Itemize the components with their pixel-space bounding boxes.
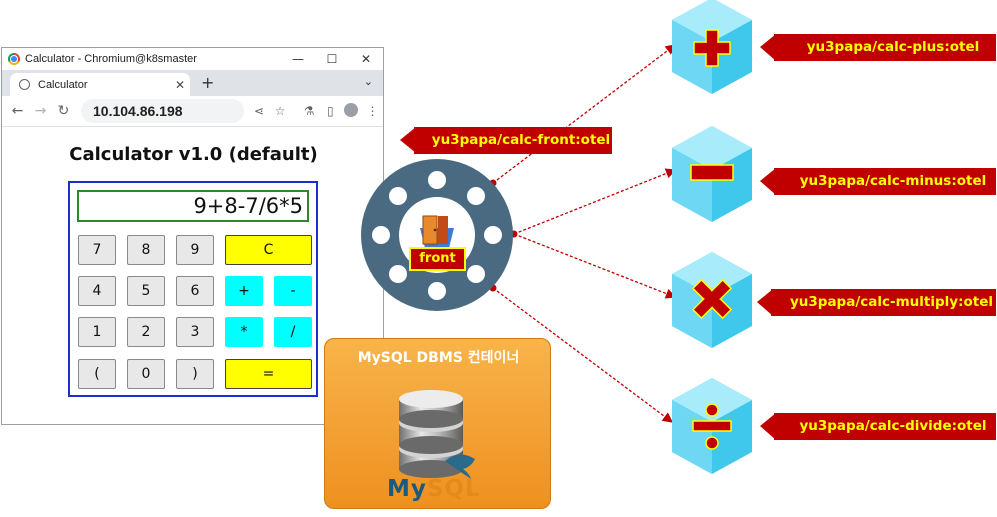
key-plus[interactable]: + <box>225 276 263 306</box>
tag-tip <box>760 34 776 61</box>
reload-icon[interactable]: ↻ <box>57 103 70 119</box>
window-titlebar: Calculator - Chromium@k8smaster — ☐ ✕ <box>2 48 383 70</box>
key-3[interactable]: 3 <box>176 317 214 347</box>
menu-kebab-icon[interactable]: ⋮ <box>366 104 379 118</box>
mysql-logo-my: My <box>387 476 427 502</box>
key-minus[interactable]: - <box>274 276 312 306</box>
url-text: 10.104.86.198 <box>93 103 183 119</box>
key-divide[interactable]: / <box>274 317 312 347</box>
arrow-to-plus <box>492 44 677 184</box>
database-icon <box>399 390 475 479</box>
page-title: Calculator v1.0 (default) <box>69 144 318 165</box>
key-8[interactable]: 8 <box>127 235 165 265</box>
key-clear[interactable]: C <box>225 235 312 265</box>
minimize-button[interactable]: — <box>292 52 304 66</box>
close-window-button[interactable]: ✕ <box>360 52 372 66</box>
bookmark-star-icon[interactable]: ☆ <box>274 104 286 118</box>
key-6[interactable]: 6 <box>176 276 214 306</box>
front-image-tag: yu3papa/calc-front:otel <box>414 127 612 154</box>
divide-image-tag: yu3papa/calc-divide:otel <box>774 413 996 440</box>
share-icon[interactable]: ⋖ <box>253 104 265 118</box>
calculator-display[interactable]: 9+8-7/6*5 <box>77 190 309 222</box>
key-7[interactable]: 7 <box>78 235 116 265</box>
plus-image-tag: yu3papa/calc-plus:otel <box>774 34 996 61</box>
browser-window: Calculator - Chromium@k8smaster — ☐ ✕ Ca… <box>1 47 384 425</box>
tab-calculator[interactable]: Calculator ✕ <box>10 73 190 96</box>
key-equals[interactable]: = <box>225 359 312 389</box>
maximize-button[interactable]: ☐ <box>326 52 338 66</box>
key-left-paren[interactable]: ( <box>78 359 116 389</box>
mysql-container-box: MySQL DBMS 컨테이너 MySQL <box>324 338 551 509</box>
extensions-flask-icon[interactable]: ⚗ <box>303 104 315 118</box>
close-tab-icon[interactable]: ✕ <box>174 77 186 92</box>
forward-arrow-icon[interactable]: → <box>34 103 47 119</box>
new-tab-button[interactable]: + <box>201 73 215 92</box>
key-multiply[interactable]: * <box>225 317 263 347</box>
side-panel-icon[interactable]: ▯ <box>326 104 334 118</box>
key-1[interactable]: 1 <box>78 317 116 347</box>
mysql-logo: MySQL <box>387 476 481 502</box>
window-title: Calculator - Chromium@k8smaster <box>25 53 197 65</box>
connector-arrows <box>489 44 677 423</box>
tab-search-icon[interactable]: ⌄ <box>363 75 373 88</box>
key-2[interactable]: 2 <box>127 317 165 347</box>
mysql-box-title: MySQL DBMS 컨테이너 <box>357 350 520 366</box>
divide-cube-icon <box>672 378 752 474</box>
tab-strip: Calculator ✕ + ⌄ <box>2 70 383 96</box>
arrow-to-divide <box>492 287 674 423</box>
globe-icon <box>19 79 30 90</box>
browser-toolbar: ← → ↻ 10.104.86.198 ⋖ ☆ ⚗ ▯ ⋮ <box>2 96 383 127</box>
calculator-panel: 9+8-7/6*5 7 8 9 C 4 5 6 + - 1 2 3 * / ( … <box>68 181 318 397</box>
minus-image-tag: yu3papa/calc-minus:otel <box>774 168 996 195</box>
tab-label: Calculator <box>38 78 88 91</box>
arrow-to-multiply <box>513 233 677 299</box>
mysql-logo-sql: SQL <box>426 476 481 502</box>
minus-cube-icon <box>672 126 752 222</box>
key-9[interactable]: 9 <box>176 235 214 265</box>
back-arrow-icon[interactable]: ← <box>11 103 24 119</box>
tag-tip <box>760 168 776 195</box>
plus-cube-icon <box>672 0 752 94</box>
key-5[interactable]: 5 <box>127 276 165 306</box>
arrow-to-minus <box>513 168 677 235</box>
key-0[interactable]: 0 <box>127 359 165 389</box>
profile-icon[interactable] <box>341 102 362 120</box>
tag-tip <box>400 127 416 153</box>
key-4[interactable]: 4 <box>78 276 116 306</box>
tag-tip <box>760 413 776 440</box>
dolphin-icon <box>445 454 475 479</box>
front-pod-icon <box>361 159 513 311</box>
front-pod-label: front <box>409 247 466 271</box>
address-bar[interactable]: 10.104.86.198 <box>81 99 245 123</box>
avatar <box>344 102 359 117</box>
multiply-cube-icon <box>672 252 752 348</box>
key-right-paren[interactable]: ) <box>176 359 214 389</box>
multiply-image-tag: yu3papa/calc-multiply:otel <box>771 289 996 316</box>
chromium-icon <box>8 53 20 65</box>
tag-tip <box>757 289 773 316</box>
